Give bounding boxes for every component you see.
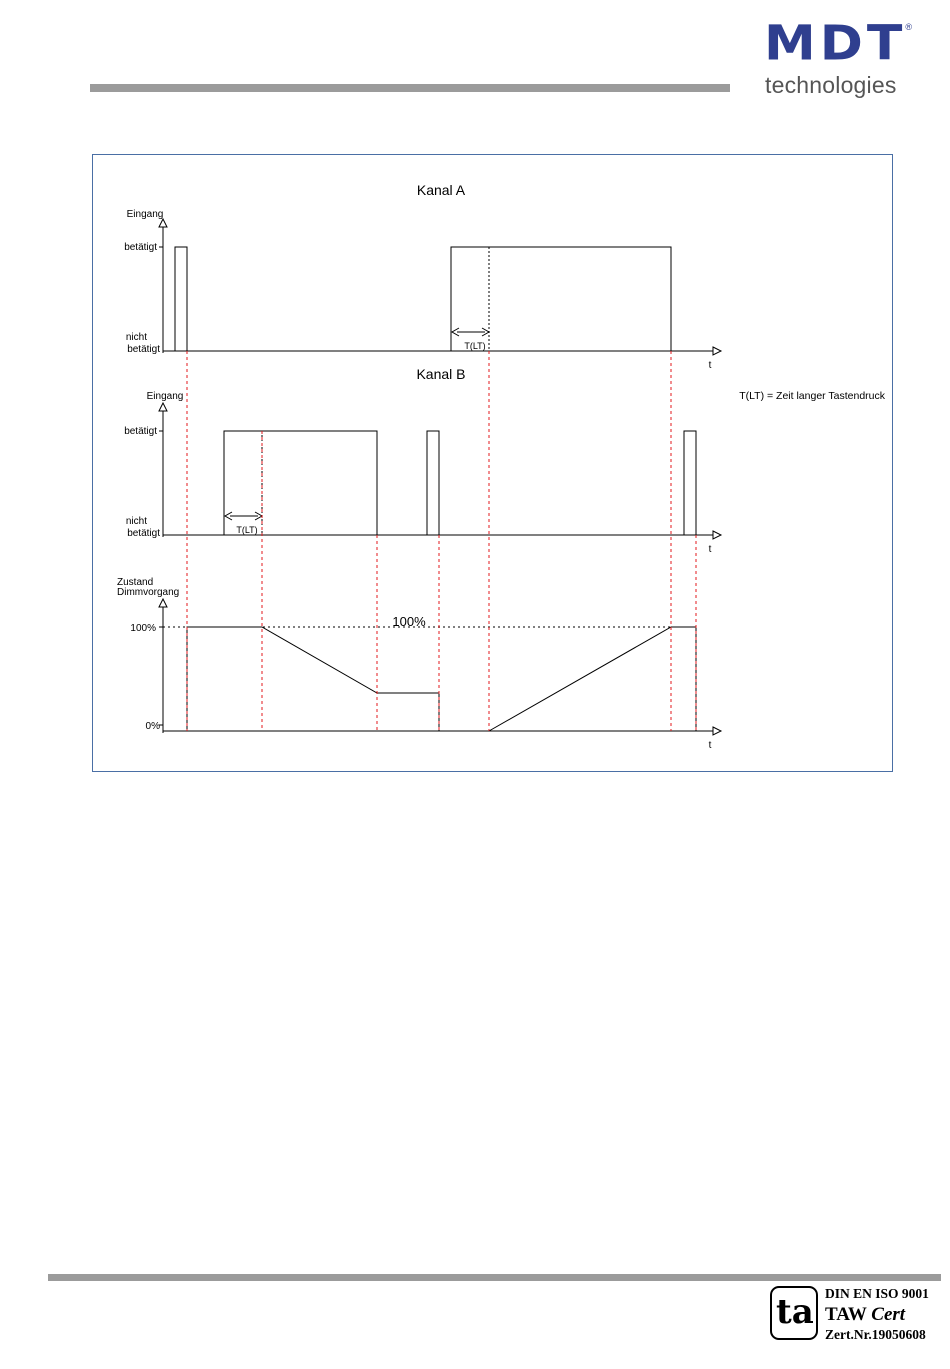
diagram-frame: Kanal A Kanal B T(LT) = Zeit langer Tast… — [92, 154, 893, 772]
mdt-logo: MDT ® technologies — [760, 18, 920, 102]
kanal-b-short-press-1 — [427, 431, 439, 535]
tlt-legend: T(LT) = Zeit langer Tastendruck — [739, 390, 886, 402]
kanal-a-eingang-label: Eingang — [127, 209, 164, 220]
kanal-b-t-arrow-icon — [713, 531, 721, 539]
dimm-t-arrow-icon — [713, 727, 721, 735]
kanal-b-y-arrow-icon — [159, 403, 167, 411]
kanal-a-betaetigt-label: betätigt — [124, 242, 157, 253]
dimm-state-plot: Zustand Dimmvorgang 100% 0% t — [117, 577, 721, 751]
dimm-trace-up — [489, 627, 696, 731]
level-0-label: 0% — [146, 721, 161, 732]
timing-diagram: Kanal A Kanal B T(LT) = Zeit langer Tast… — [93, 155, 894, 773]
kanal-a-short-press — [175, 247, 187, 351]
kanal-a-tlt-label: T(LT) — [464, 341, 485, 351]
logo-registered-mark: ® — [905, 22, 912, 32]
kanal-b-nicht-label: nicht — [126, 516, 147, 527]
level-100-label: 100% — [130, 623, 156, 634]
cert-number: Zert.Nr.19050608 — [825, 1327, 926, 1343]
cert-issuer-taw: TAW — [825, 1304, 867, 1325]
kanal-a-nicht-betaetigt-label: betätigt — [127, 344, 160, 355]
logo-mark: MDT — [764, 20, 906, 68]
kanal-b-t-label: t — [709, 544, 712, 555]
kanal-a-t-arrow-icon — [713, 347, 721, 355]
kanal-a-t-label: t — [709, 360, 712, 371]
event-markers — [187, 351, 696, 731]
dimmvorgang-label: Dimmvorgang — [117, 587, 179, 598]
kanal-b-betaetigt-label: betätigt — [124, 426, 157, 437]
taw-cert-glyph: ta — [776, 1292, 814, 1332]
dimm-trace-down — [187, 627, 439, 731]
kanal-b-long-press — [224, 431, 377, 535]
certification-badge: ta DIN EN ISO 9001 TAW Cert Zert.Nr.1905… — [770, 1284, 940, 1344]
kanal-a-title: Kanal A — [417, 182, 466, 198]
kanal-b-tlt-label: T(LT) — [236, 525, 257, 535]
footer-rule — [48, 1274, 941, 1281]
logo-subtitle: technologies — [765, 72, 897, 99]
kanal-b-plot: Eingang betätigt nicht betätigt t T(LT) — [124, 391, 721, 555]
dimm-y-arrow-icon — [159, 599, 167, 607]
taw-cert-icon: ta — [770, 1286, 818, 1340]
header-rule — [90, 84, 730, 92]
cert-standard: DIN EN ISO 9001 — [825, 1286, 929, 1302]
kanal-b-eingang-label: Eingang — [147, 391, 184, 402]
cert-issuer: TAW Cert — [825, 1304, 905, 1326]
dimm-t-label: t — [709, 740, 712, 751]
kanal-a-y-arrow-icon — [159, 219, 167, 227]
cert-issuer-cert: Cert — [871, 1304, 905, 1325]
kanal-a-nicht-label: nicht — [126, 332, 147, 343]
kanal-b-nicht-betaetigt-label: betätigt — [127, 528, 160, 539]
kanal-b-short-press-2 — [684, 431, 696, 535]
kanal-b-title: Kanal B — [416, 366, 465, 382]
kanal-a-plot: Eingang betätigt nicht betätigt t T(LT) — [124, 209, 721, 371]
